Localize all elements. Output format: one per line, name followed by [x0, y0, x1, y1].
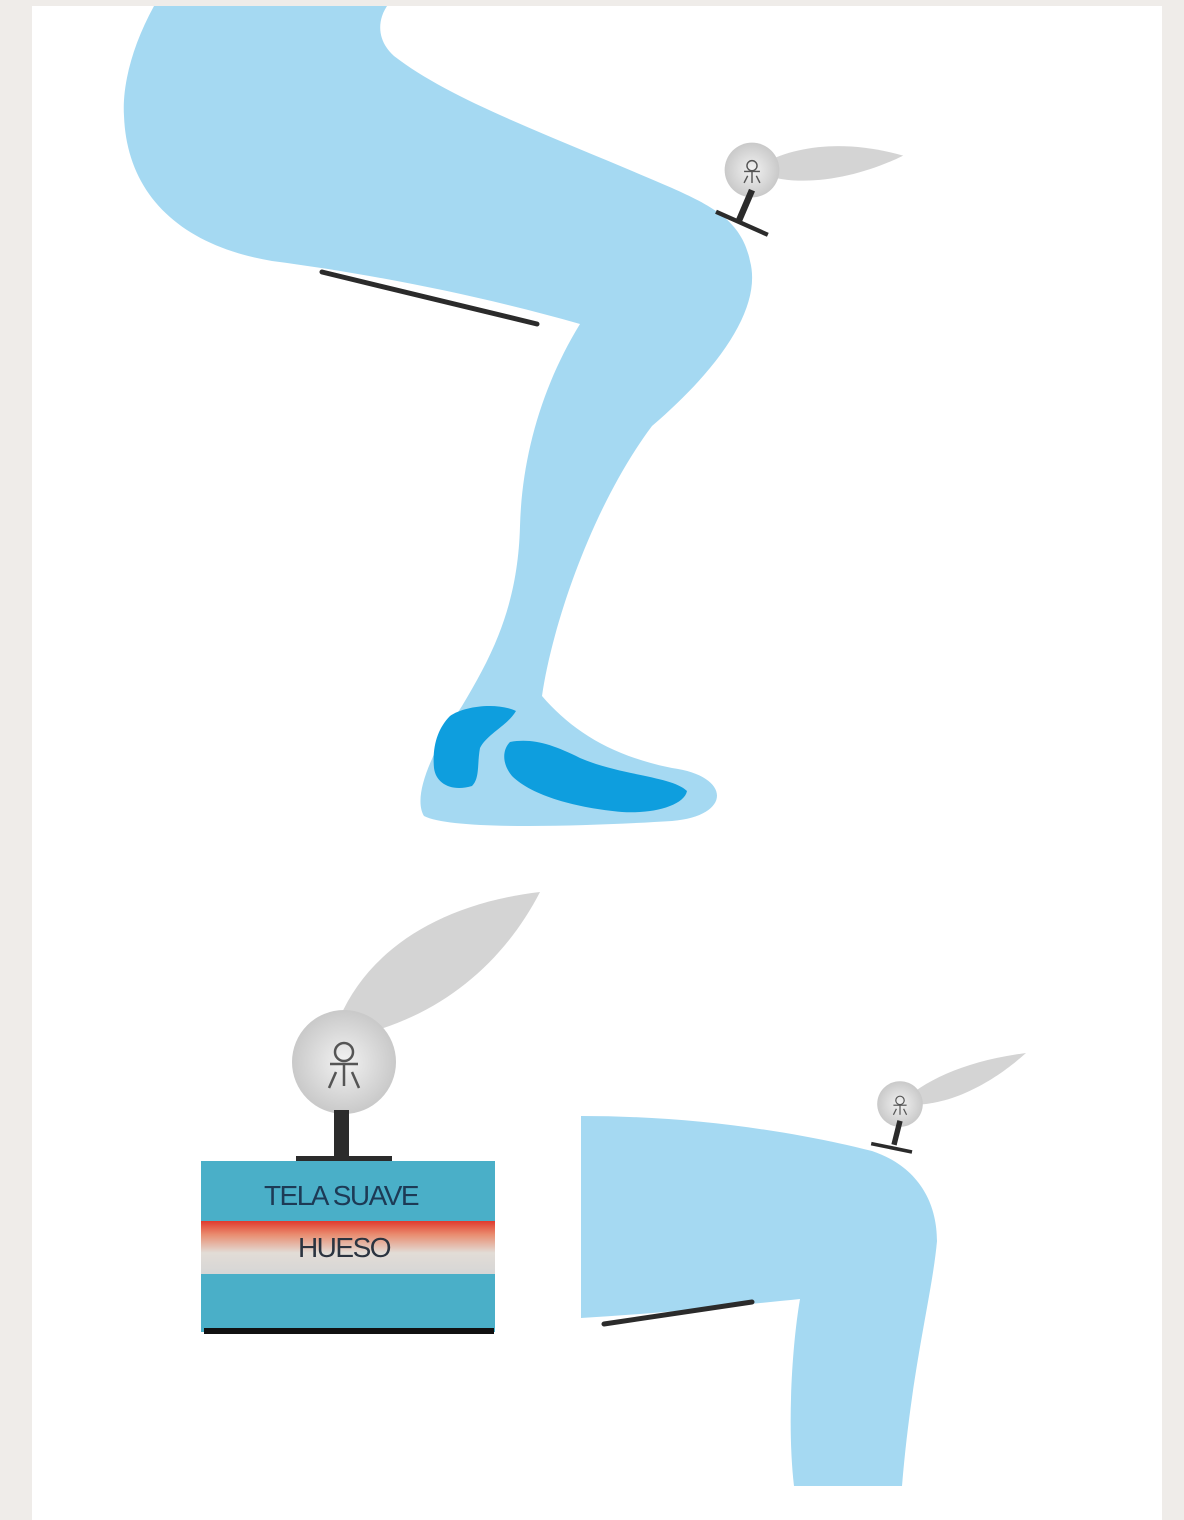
lower-tissue-layer	[201, 1274, 495, 1332]
soft-tissue-label: TELA SUAVE	[264, 1180, 419, 1211]
diagram-svg: TELA SUAVE HUESO	[32, 6, 1162, 1520]
leg-silhouette	[124, 6, 752, 826]
knee-silhouette	[581, 1116, 937, 1486]
tissue-device-figure: TELA SUAVE HUESO	[201, 892, 540, 1332]
large-device-stem	[334, 1110, 349, 1162]
leg-full-figure	[124, 6, 752, 826]
bone-label: HUESO	[298, 1232, 391, 1263]
knee-device-top	[716, 143, 903, 235]
closeup-device-base	[871, 1144, 912, 1152]
knee-device-closeup	[871, 1053, 1026, 1152]
diagram-canvas: TELA SUAVE HUESO	[32, 6, 1162, 1520]
knee-closeup-figure	[581, 1116, 937, 1486]
